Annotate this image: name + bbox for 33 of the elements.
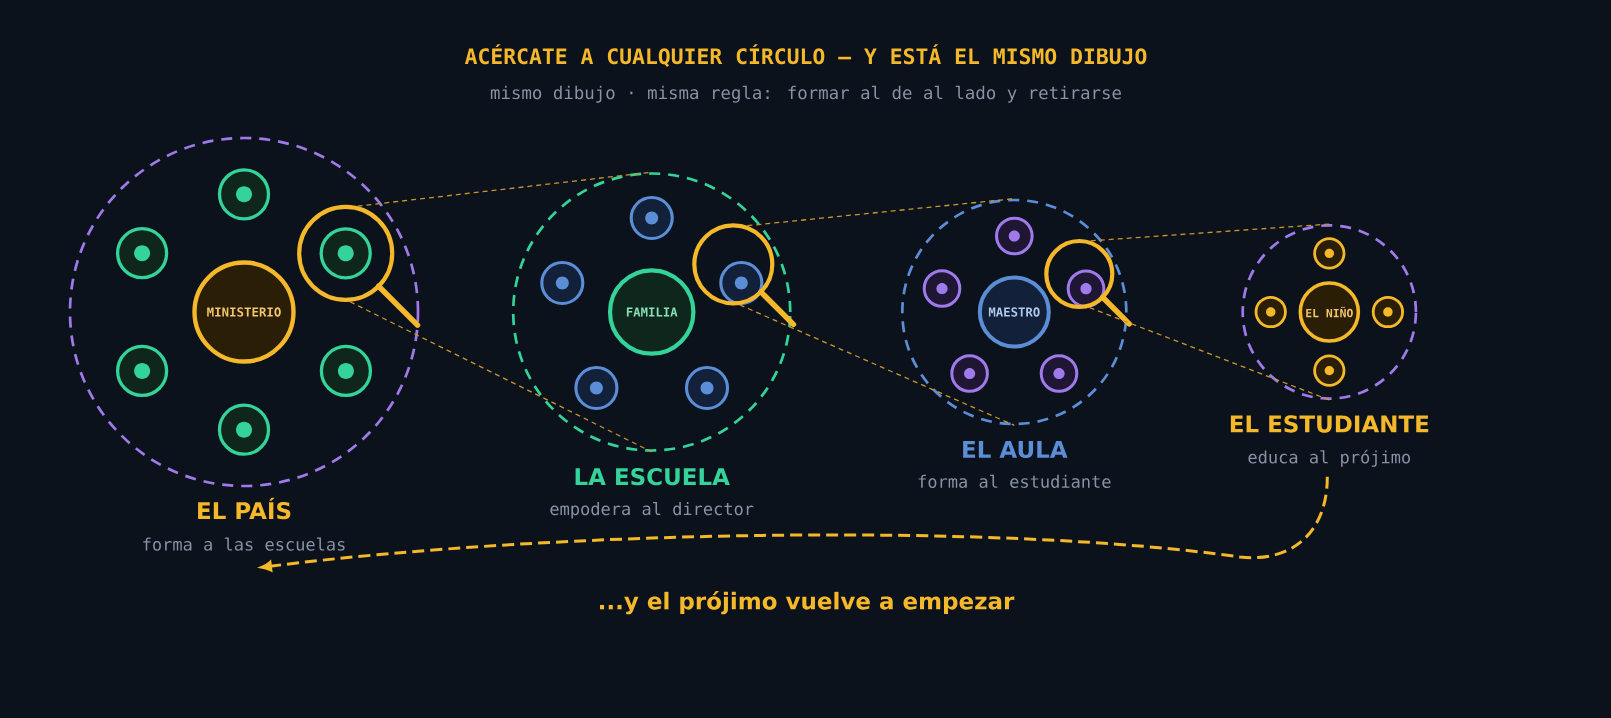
ringed-dot [217,403,271,456]
title: ACÉRCATE A CUALQUIER CÍRCULO — Y ESTÁ EL MISMO DIBUJO [464,44,1147,67]
heading: EL ESTUDIANTE [1230,415,1429,433]
zoom-line [739,304,1015,426]
node-label: forma a las escuelas [143,537,345,551]
heading: EL AULA [963,440,1068,459]
ringed-dot [1066,269,1106,308]
ringed-dot [995,216,1034,256]
node-label: educa al prójimo [1248,449,1411,467]
node-label: forma al estudiante [918,474,1111,488]
zoom-line [746,198,1015,227]
curved-arrow [260,476,1329,572]
zoom-line [1090,223,1330,242]
ringed-dot [115,344,169,398]
ringed-dot [1313,354,1346,387]
magnifier [692,223,797,328]
magnifier [1044,238,1132,327]
zoom-line [349,301,653,453]
ringed-dot [922,269,962,308]
ringed-dot [1313,237,1346,270]
ringed-dot [217,168,271,221]
magnifier [297,204,421,328]
caption: ...y el prójimo vuelve a empezar [600,590,1015,615]
ringed-dot [950,354,989,393]
subtitle: mismo dibujo · misma regla: formar al de al lado y retirarse [490,85,1121,103]
ringed-dot [1039,354,1079,393]
heading: EL PAÍS [198,497,291,520]
ringed-dot [115,227,169,280]
ringed-dot [319,344,373,398]
zoom-line [1088,306,1330,401]
heading: LA ESCUELA [575,467,730,486]
ringed-dot [319,227,372,280]
node-label: empodera al director [550,502,754,519]
